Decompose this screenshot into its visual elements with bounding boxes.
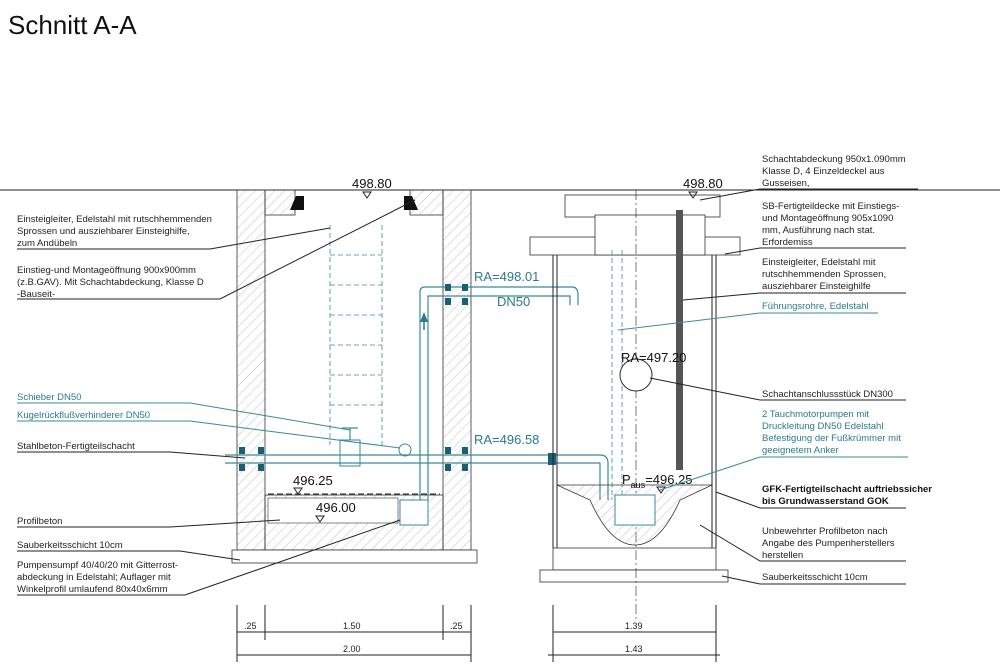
drawing-title: Schnitt A-A xyxy=(8,10,137,40)
label-connector: Schachtanschlussstück DN300 xyxy=(762,389,893,400)
label-guide-rails: Führungsrohre, Edelstahl xyxy=(762,301,869,312)
level-ra-mid: RA=496.58 xyxy=(474,432,539,447)
check-valve-icon xyxy=(398,443,412,457)
dim-left-inner: 1.50 xyxy=(343,621,361,631)
ladder-left xyxy=(329,225,383,445)
level-left-bottom: 496.00 xyxy=(316,500,356,515)
label-check-valve: Kugelrückflußverhinderer DN50 xyxy=(17,410,150,421)
pump-left xyxy=(399,499,429,526)
label-blinding-left: Sauberkeitsschicht 10cm xyxy=(17,540,123,551)
dim-left-wall-a: .25 xyxy=(244,621,257,631)
label-concrete-shaft: Stahlbeton-Fertigteilschacht xyxy=(17,441,135,452)
label-opening-left: Einstieg-und Montageöffnung 900x900mm(z.… xyxy=(17,265,204,300)
level-left-top: 498.80 xyxy=(352,176,392,191)
left-shaft xyxy=(225,189,609,564)
label-slab-right: SB-Fertigteildecke mit Einstiegs-und Mon… xyxy=(762,201,899,248)
label-ladder-left: Einsteigleiter, Edelstahl mit rutschhemm… xyxy=(17,214,212,249)
dim-right-total: 1.43 xyxy=(625,644,643,654)
dim-right-inner: 1.39 xyxy=(625,621,643,631)
shaft-connector-circle xyxy=(619,358,653,392)
level-markers: 498.80 498.80 RA=498.01 DN50 RA=496.58 4… xyxy=(293,176,723,523)
right-shaft xyxy=(529,190,741,620)
left-annotations: Einsteigleiter, Edelstahl mit rutschhemm… xyxy=(17,199,416,596)
level-ra-connector: RA=497.20 xyxy=(621,350,686,365)
label-profile-concrete: Profilbeton xyxy=(17,516,62,527)
level-left-water: 496.25 xyxy=(293,473,333,488)
cover-frame-left xyxy=(290,196,304,210)
gate-valve-icon xyxy=(339,439,361,467)
level-ra-top: RA=498.01 xyxy=(474,269,539,284)
pressure-pipe-upper xyxy=(419,286,579,500)
label-blinding-right: Sauberkeitsschicht 10cm xyxy=(762,572,868,583)
label-gate-valve: Schieber DN50 xyxy=(17,392,81,403)
ladder-right xyxy=(676,210,683,470)
dim-left-wall-b: .25 xyxy=(450,621,463,631)
label-pump-sump: Pumpensumpf 40/40/20 mit Gitterrost-abde… xyxy=(17,560,178,595)
cover-frame-right xyxy=(404,196,418,210)
pump-right xyxy=(614,494,656,526)
level-right-top: 498.80 xyxy=(683,176,723,191)
dim-left-total: 2.00 xyxy=(343,644,361,654)
dimensions: .25 1.50 .25 2.00 1.39 1.43 xyxy=(236,605,720,662)
label-dn50: DN50 xyxy=(497,294,530,309)
